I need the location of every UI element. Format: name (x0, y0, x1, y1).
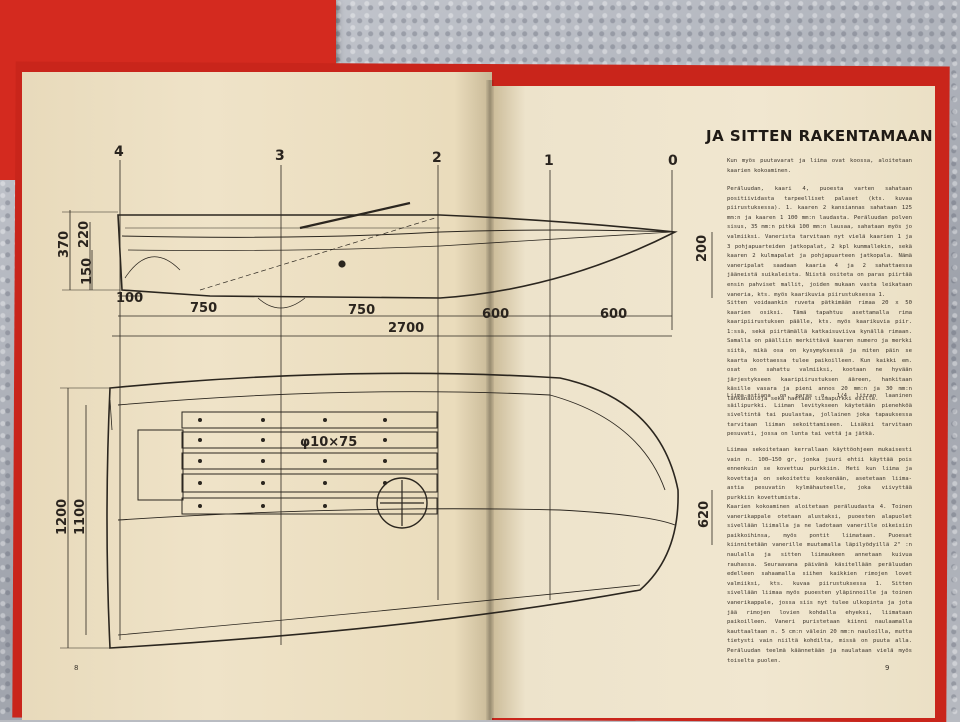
dimension-label: 1100 (73, 499, 88, 535)
dimension-label: 750 (190, 301, 217, 316)
station-label: 2 (432, 150, 442, 166)
dimension-label: 2700 (388, 321, 424, 336)
book-gutter (486, 80, 494, 720)
body-paragraph: Liima-astiana on paras n. 1/4 litran laa… (727, 393, 912, 438)
dimension-label: 600 (482, 307, 509, 322)
dimension-label: 220 (77, 221, 92, 248)
body-paragraph: Liimaa sekoitetaan kerrallaan käyttöohje… (727, 447, 912, 501)
dimension-label: 370 (57, 231, 72, 258)
dimension-label: 200 (695, 235, 710, 262)
dimension-label: 600 (600, 307, 627, 322)
station-label: 0 (668, 153, 678, 169)
page-number-right: 9 (885, 664, 890, 672)
dimension-label: 100 (116, 291, 143, 306)
page-number-left: 8 (74, 664, 79, 672)
station-label: 3 (275, 148, 285, 164)
station-label: 1 (544, 153, 554, 169)
page-heading: JA SITTEN RAKENTAMAAN (706, 127, 934, 145)
body-paragraph: Kaarien kokoaminen aloitetaan peräluudas… (727, 504, 912, 664)
right-page (490, 86, 935, 718)
body-paragraph: Kun myös puutavarat ja liima ovat koossa… (727, 158, 912, 174)
station-label: 4 (114, 144, 124, 160)
body-paragraph: Peräluudan, kaari 4, puoesta varten saha… (727, 186, 912, 298)
body-paragraph: Sitten voidaankin ruveta pätkimään rimaa… (727, 300, 912, 402)
plank-annotation: φ10×75 (300, 435, 357, 450)
dimension-label: 1200 (55, 499, 70, 535)
dimension-label: 620 (697, 501, 712, 528)
dimension-label: 150 (80, 258, 95, 285)
dimension-label: 750 (348, 303, 375, 318)
